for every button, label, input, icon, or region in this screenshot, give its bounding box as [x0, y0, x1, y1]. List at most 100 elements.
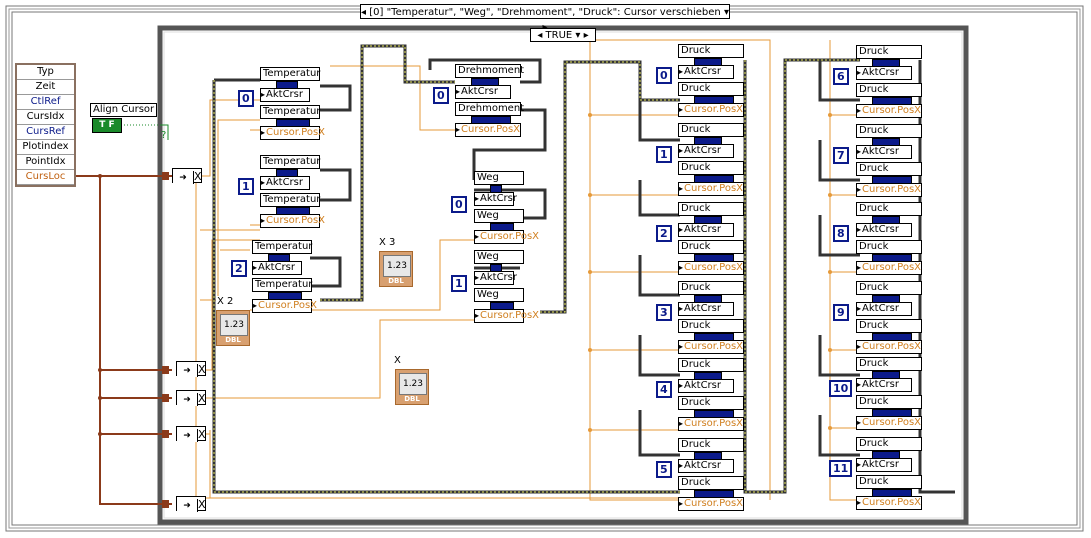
druck-left-5-name-top[interactable]: Druck — [678, 438, 744, 452]
selector-left-arrow[interactable]: ◂ — [361, 7, 367, 18]
druck-right-3-name-top[interactable]: Druck — [856, 281, 922, 295]
druck-left-1-posx[interactable]: ▸Cursor.PosX — [678, 182, 744, 196]
druck-right-5-posx[interactable]: ▸Cursor.PosX — [856, 496, 922, 510]
druck-right-0-name-bottom[interactable]: Druck — [856, 83, 922, 97]
bundle-field-typ[interactable]: Typ — [17, 65, 74, 80]
druck-left-1-aktcrsr[interactable]: ▸AktCrsr — [678, 144, 734, 158]
druck-right-2-posx[interactable]: ▸Cursor.PosX — [856, 261, 922, 275]
druck-left-5-name-bottom[interactable]: Druck — [678, 476, 744, 490]
bundle-field-pointidx[interactable]: PointIdx — [17, 155, 74, 170]
druck-right-4-posx[interactable]: ▸Cursor.PosX — [856, 416, 922, 430]
druck-right-5-aktcrsr[interactable]: ▸AktCrsr — [856, 458, 912, 472]
temperatur-2-index-constant[interactable]: 2 — [231, 260, 247, 277]
temperatur-2-aktcrsr[interactable]: ▸AktCrsr — [252, 261, 302, 275]
sequence-selector[interactable]: ◂ [0] "Temperatur", "Weg", "Drehmoment",… — [360, 4, 730, 33]
druck-left-5-aktcrsr[interactable]: ▸AktCrsr — [678, 459, 734, 473]
druck-right-2-name-top[interactable]: Druck — [856, 202, 922, 216]
druck-left-1-name-top[interactable]: Druck — [678, 123, 744, 137]
weg-0-aktcrsr[interactable]: ▸AktCrsr — [474, 192, 517, 206]
case-left-arrow[interactable]: ◂ — [537, 30, 543, 41]
druck-left-0-aktcrsr[interactable]: ▸AktCrsr — [678, 65, 734, 79]
druck-right-4-name-bottom[interactable]: Druck — [856, 395, 922, 409]
bundle-field-plotindex[interactable]: Plotindex — [17, 140, 74, 155]
druck-left-5-index-constant[interactable]: 5 — [656, 461, 672, 478]
druck-right-1-index-constant[interactable]: 7 — [833, 147, 849, 164]
druck-left-3-name-top[interactable]: Druck — [678, 281, 744, 295]
unbundle-by-name[interactable]: Typ Zeit CtlRef CursIdx CursRef Plotinde… — [15, 63, 76, 187]
bundle-field-cursloc[interactable]: CursLoc — [17, 170, 74, 185]
unbundle-x-node-3[interactable]: ➜X — [176, 390, 206, 406]
druck-left-2-aktcrsr[interactable]: ▸AktCrsr — [678, 223, 734, 237]
druck-right-5-index-constant[interactable]: 11 — [829, 460, 853, 477]
drehmoment-0-index-constant[interactable]: 0 — [433, 87, 449, 104]
druck-right-4-aktcrsr[interactable]: ▸AktCrsr — [856, 378, 912, 392]
druck-right-0-aktcrsr[interactable]: ▸AktCrsr — [856, 66, 912, 80]
drehmoment-0-name-bottom[interactable]: Drehmoment — [455, 102, 524, 116]
temperatur-0-index-constant[interactable]: 0 — [238, 90, 254, 107]
bundle-field-cursidx[interactable]: CursIdx — [17, 110, 74, 125]
druck-left-4-index-constant[interactable]: 4 — [656, 381, 672, 398]
druck-left-4-name-top[interactable]: Druck — [678, 358, 744, 372]
druck-right-4-index-constant[interactable]: 10 — [829, 380, 853, 397]
druck-right-0-index-constant[interactable]: 6 — [833, 68, 849, 85]
druck-right-0-posx[interactable]: ▸Cursor.PosX — [856, 104, 922, 118]
weg-0-posx[interactable]: ▸Cursor.PosX — [474, 230, 539, 244]
case-selector-terminal[interactable]: ? — [161, 130, 167, 141]
case-right-arrow[interactable]: ▸ — [583, 30, 589, 41]
druck-left-1-index-constant[interactable]: 1 — [656, 146, 672, 163]
selector-right-arrow[interactable]: ▸ — [542, 22, 547, 33]
temperatur-2-name-top[interactable]: Temperatur — [252, 240, 312, 254]
weg-0-name-bottom[interactable]: Weg — [474, 209, 524, 223]
druck-right-5-name-top[interactable]: Druck — [856, 437, 922, 451]
bundle-field-zeit[interactable]: Zeit — [17, 80, 74, 95]
druck-left-4-aktcrsr[interactable]: ▸AktCrsr — [678, 379, 734, 393]
bundle-field-ctlref[interactable]: CtlRef — [17, 95, 74, 110]
weg-1-name-top[interactable]: Weg — [474, 250, 524, 264]
druck-right-1-aktcrsr[interactable]: ▸AktCrsr — [856, 145, 912, 159]
druck-left-0-name-top[interactable]: Druck — [678, 44, 744, 58]
drehmoment-0-posx[interactable]: ▸Cursor.PosX — [455, 123, 521, 137]
temperatur-0-posx[interactable]: ▸Cursor.PosX — [260, 126, 325, 140]
temperatur-2-posx[interactable]: ▸Cursor.PosX — [252, 299, 317, 313]
druck-right-3-aktcrsr[interactable]: ▸AktCrsr — [856, 302, 912, 316]
unbundle-x-node-2[interactable]: ➜X — [176, 361, 206, 377]
druck-left-2-name-bottom[interactable]: Druck — [678, 240, 744, 254]
druck-right-4-name-top[interactable]: Druck — [856, 357, 922, 371]
druck-left-3-name-bottom[interactable]: Druck — [678, 319, 744, 333]
drehmoment-0-name-top[interactable]: Drehmoment — [455, 64, 524, 78]
druck-left-2-posx[interactable]: ▸Cursor.PosX — [678, 261, 744, 275]
case-selector[interactable]: ◂ TRUE ▾ ▸ — [530, 28, 596, 42]
weg-0-index-constant[interactable]: 0 — [451, 196, 467, 213]
drehmoment-0-aktcrsr[interactable]: ▸AktCrsr — [455, 85, 511, 99]
temperatur-0-name-bottom[interactable]: Temperatur — [260, 105, 320, 119]
temperatur-1-posx[interactable]: ▸Cursor.PosX — [260, 214, 325, 228]
bundle-field-cursref[interactable]: CursRef — [17, 125, 74, 140]
druck-left-3-posx[interactable]: ▸Cursor.PosX — [678, 340, 744, 354]
temperatur-0-aktcrsr[interactable]: ▸AktCrsr — [260, 88, 310, 102]
druck-right-0-name-top[interactable]: Druck — [856, 45, 922, 59]
druck-right-1-name-top[interactable]: Druck — [856, 124, 922, 138]
weg-1-posx[interactable]: ▸Cursor.PosX — [474, 309, 539, 323]
dropdown-icon[interactable]: ▾ — [723, 7, 729, 18]
weg-1-aktcrsr[interactable]: ▸AktCrsr — [474, 271, 517, 285]
druck-left-1-name-bottom[interactable]: Druck — [678, 161, 744, 175]
druck-left-3-aktcrsr[interactable]: ▸AktCrsr — [678, 302, 734, 316]
druck-left-4-posx[interactable]: ▸Cursor.PosX — [678, 417, 744, 431]
druck-left-0-posx[interactable]: ▸Cursor.PosX — [678, 103, 744, 117]
druck-right-2-name-bottom[interactable]: Druck — [856, 240, 922, 254]
druck-right-1-posx[interactable]: ▸Cursor.PosX — [856, 183, 922, 197]
case-dropdown-icon[interactable]: ▾ — [575, 30, 581, 41]
weg-1-index-constant[interactable]: 1 — [451, 275, 467, 292]
unbundle-x-node-5[interactable]: ➜X — [176, 496, 206, 512]
druck-left-0-name-bottom[interactable]: Druck — [678, 82, 744, 96]
druck-left-0-index-constant[interactable]: 0 — [656, 67, 672, 84]
druck-left-5-posx[interactable]: ▸Cursor.PosX — [678, 497, 744, 511]
temperatur-2-name-bottom[interactable]: Temperatur — [252, 278, 312, 292]
weg-1-name-bottom[interactable]: Weg — [474, 288, 524, 302]
druck-right-3-name-bottom[interactable]: Druck — [856, 319, 922, 333]
druck-left-3-index-constant[interactable]: 3 — [656, 304, 672, 321]
druck-left-4-name-bottom[interactable]: Druck — [678, 396, 744, 410]
